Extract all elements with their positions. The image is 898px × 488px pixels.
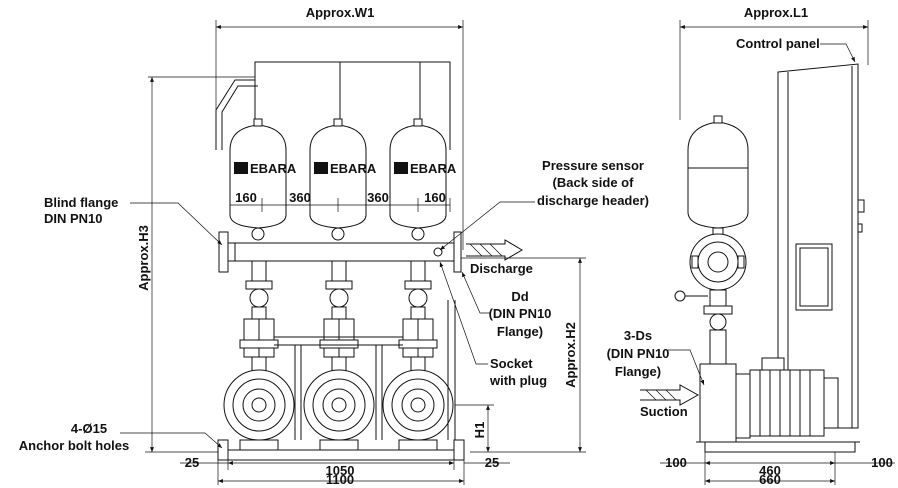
- svg-text:DIN PN10: DIN PN10: [44, 211, 103, 226]
- svg-text:4-Ø15: 4-Ø15: [71, 421, 107, 436]
- w1-label: Approx.W1: [306, 5, 375, 20]
- svg-text:Socket: Socket: [490, 356, 533, 371]
- svg-text:Flange): Flange): [497, 324, 543, 339]
- side-pump-motor: [699, 357, 839, 443]
- pump-set-3: [382, 260, 454, 451]
- spacing-dim-3: 360: [367, 190, 389, 205]
- dim-right-margin: 25: [485, 455, 499, 470]
- tank-valve-2: [331, 227, 345, 241]
- svg-text:Blind flange: Blind flange: [44, 195, 118, 210]
- svg-text:(DIN PN10: (DIN PN10: [489, 306, 552, 321]
- discharge-label: Discharge: [470, 261, 533, 276]
- l1-label: Approx.L1: [744, 5, 808, 20]
- pressure-tank-1: EBARA: [229, 118, 297, 229]
- side-dim-left: 100: [665, 455, 687, 470]
- side-dim-inner: 460: [759, 463, 781, 478]
- callout-anchor-bolts: 4-Ø15 Anchor bolt holes: [19, 421, 223, 453]
- dim-left-margin: 25: [185, 455, 199, 470]
- spacing-dim-4: 160: [424, 190, 446, 205]
- spacing-dim-1: 160: [235, 190, 257, 205]
- spacing-dim-2: 360: [289, 190, 311, 205]
- pressure-tank-2: EBARA: [309, 118, 377, 229]
- h3-label: Approx.H3: [136, 225, 151, 291]
- side-pressure-tank: [687, 115, 749, 239]
- h2-label: Approx.H2: [563, 322, 578, 388]
- suction-label: Suction: [640, 404, 688, 419]
- svg-text:with plug: with plug: [489, 373, 547, 388]
- side-base-frame: [704, 441, 856, 453]
- tank-valve-3: [411, 227, 425, 241]
- callout-suction-spec: 3-Ds (DIN PN10 Flange): [607, 328, 705, 386]
- tank-valve-1: [251, 227, 265, 241]
- tank-2-brand: EBARA: [330, 161, 377, 176]
- callout-pressure-sensor: Pressure sensor (Back side of discharge …: [439, 158, 649, 251]
- front-base-frame: [227, 449, 455, 461]
- svg-text:Anchor bolt holes: Anchor bolt holes: [19, 438, 130, 453]
- svg-text:(DIN PN10: (DIN PN10: [607, 346, 670, 361]
- pump-set-2: [303, 260, 375, 451]
- dim-inner-width: 1050: [326, 463, 355, 478]
- front-view: Approx.W1 Approx.H3 Approx.H2 H1 EBARA: [19, 5, 649, 487]
- control-panel: [777, 63, 865, 429]
- svg-text:3-Ds: 3-Ds: [624, 328, 652, 343]
- callout-blind-flange: Blind flange DIN PN10: [44, 195, 223, 246]
- side-view: Approx.L1 Control panel: [607, 5, 895, 487]
- tank-3-brand: EBARA: [410, 161, 457, 176]
- svg-text:Flange): Flange): [615, 364, 661, 379]
- dim-overall-width: 1100: [326, 472, 354, 487]
- callout-dd: Dd (DIN PN10 Flange): [461, 271, 552, 339]
- svg-text:Pressure sensor: Pressure sensor: [542, 158, 644, 173]
- h1-label: H1: [472, 422, 487, 439]
- pump-set-1: [223, 260, 295, 451]
- svg-text:discharge header): discharge header): [537, 193, 649, 208]
- tank-1-brand: EBARA: [250, 161, 297, 176]
- svg-text:Dd: Dd: [511, 289, 528, 304]
- callout-socket: Socket with plug: [439, 261, 547, 388]
- side-dim-overall: 660: [759, 472, 781, 487]
- discharge-arrow: [466, 239, 523, 261]
- side-discharge-flange: [689, 233, 747, 291]
- svg-text:(Back side of: (Back side of: [553, 175, 635, 190]
- side-dim-right: 100: [871, 455, 893, 470]
- suction-arrow: [640, 384, 700, 406]
- control-panel-label: Control panel: [736, 36, 820, 51]
- pressure-tank-3: EBARA: [389, 118, 457, 229]
